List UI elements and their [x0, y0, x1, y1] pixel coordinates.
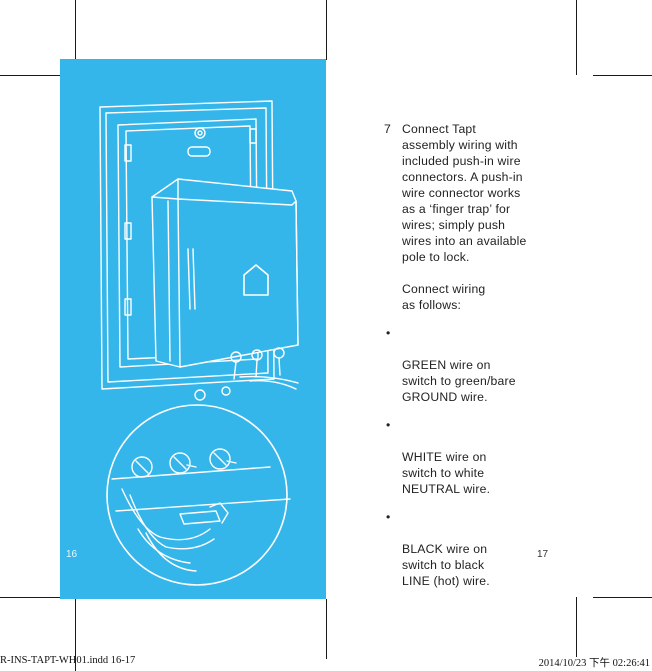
list-item: • BLACK wire on switch to black LINE (ho… [384, 509, 554, 589]
list-item-text: BLACK wire on switch to black LINE (hot)… [402, 542, 490, 588]
list-item-text: WHITE wire on switch to white NEUTRAL wi… [402, 450, 491, 496]
step-text: Connect Tapt assembly wiring with includ… [402, 122, 527, 264]
instructions: 7 Connect Tapt assembly wiring with incl… [384, 121, 554, 601]
wiring-intro: Connect wiring as follows: [402, 282, 486, 312]
list-item: • GREEN wire on switch to green/bare GRO… [384, 325, 554, 405]
page-number-left: 16 [66, 549, 78, 560]
crop-mark [593, 75, 652, 76]
print-slug-timestamp: 2014/10/23 下午 02:26:41 [538, 658, 650, 669]
page-number-right: 17 [537, 549, 549, 560]
crop-mark [0, 597, 60, 598]
bullet-marker: • [386, 326, 391, 340]
list-item: • WHITE wire on switch to white NEUTRAL … [384, 417, 554, 497]
print-slug-filename: R-INS-TAPT-WH01.indd 16-17 [0, 655, 136, 666]
crop-mark [326, 599, 327, 659]
illustration-panel [60, 59, 326, 599]
wiring-illustration [99, 100, 299, 586]
list-item-text: GREEN wire on switch to green/bare GROUN… [402, 358, 516, 404]
step-number: 7 [384, 122, 391, 136]
wiring-list: • GREEN wire on switch to green/bare GRO… [384, 325, 554, 589]
crop-mark [0, 75, 60, 76]
crop-mark [593, 597, 652, 598]
crop-mark [75, 0, 76, 75]
bullet-marker: • [386, 510, 391, 524]
crop-mark [75, 597, 76, 671]
bullet-marker: • [386, 418, 391, 432]
crop-mark [326, 0, 327, 60]
crop-mark [576, 0, 577, 75]
step-7: 7 Connect Tapt assembly wiring with incl… [384, 121, 554, 265]
crop-mark [576, 597, 577, 657]
